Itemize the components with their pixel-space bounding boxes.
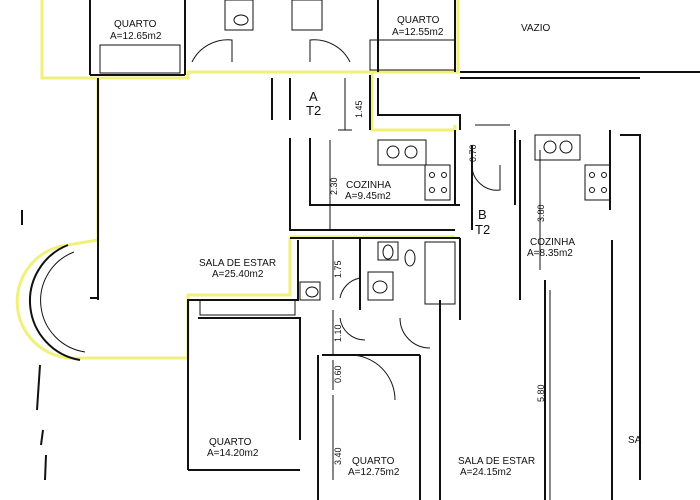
dim-label-175: 1.75 bbox=[333, 260, 343, 278]
unit-a-type: T2 bbox=[306, 103, 321, 118]
room-name-sala-a: SALA DE ESTAR bbox=[199, 258, 276, 269]
bathtub-top bbox=[291, 0, 323, 31]
dim-label-340: 3.40 bbox=[333, 447, 343, 465]
dim-label-060: 0.60 bbox=[333, 365, 343, 383]
room-name-quarto-bottom-left: QUARTO bbox=[209, 437, 252, 448]
room-area-quarto-top-left: A=12.65m2 bbox=[110, 31, 162, 42]
dim-label-110: 1.10 bbox=[333, 324, 343, 342]
dim-label-145: 1.45 bbox=[354, 100, 364, 118]
toilet-a bbox=[299, 281, 321, 301]
stove-b bbox=[584, 164, 611, 201]
room-name-quarto-top-left: QUARTO bbox=[114, 19, 157, 30]
dim-label-580: 5.80 bbox=[536, 384, 546, 402]
fixtures bbox=[99, 0, 611, 316]
room-name-quarto-bottom-mid: QUARTO bbox=[352, 456, 395, 467]
dim-label-380: 3.80 bbox=[536, 204, 546, 222]
room-name-cozinha-b: COZINHA bbox=[530, 237, 575, 248]
room-area-cozinha-a: A=9.45m2 bbox=[345, 191, 391, 202]
bathtub-b bbox=[424, 241, 456, 305]
bathroom-top bbox=[224, 0, 254, 31]
kitchen-sink-a bbox=[377, 139, 427, 166]
unit-b-type: T2 bbox=[475, 222, 490, 237]
dim-label-070: 0.70 bbox=[468, 144, 478, 162]
wardrobe-top-left bbox=[99, 44, 181, 74]
balcony-curve-inner bbox=[40, 251, 86, 353]
unit-a-letter: A bbox=[309, 89, 318, 104]
wardrobe-top bbox=[369, 39, 456, 71]
room-name-quarto-top-mid: QUARTO bbox=[397, 15, 440, 26]
doors bbox=[191, 39, 501, 401]
wardrobe-a bbox=[199, 299, 296, 316]
unit-a-boundary bbox=[15, 0, 460, 360]
room-area-quarto-top-mid: A=12.55m2 bbox=[392, 27, 444, 38]
kitchen-sink-b bbox=[534, 134, 581, 161]
dimension-lines bbox=[329, 78, 551, 500]
room-name-cozinha-a: COZINHA bbox=[346, 180, 391, 191]
room-area-sala-a: A=25.40m2 bbox=[212, 269, 264, 280]
room-area-quarto-bottom-left: A=14.20m2 bbox=[207, 448, 259, 459]
toilet-b bbox=[377, 241, 399, 261]
unit-b-letter: B bbox=[478, 207, 487, 222]
room-area-cozinha-b: A=8.35m2 bbox=[527, 248, 573, 259]
room-area-quarto-bottom-mid: A=12.75m2 bbox=[348, 467, 400, 478]
basin-b bbox=[367, 271, 394, 301]
room-name-sala-b: SALA DE ESTAR bbox=[458, 456, 535, 467]
walls bbox=[89, 0, 700, 500]
dim-label-230: 2.30 bbox=[329, 177, 339, 195]
left-edge-marks bbox=[21, 210, 47, 481]
room-name-cut-right: SA bbox=[628, 435, 642, 446]
balcony-curve bbox=[29, 244, 81, 361]
room-name-vazio: VAZIO bbox=[521, 23, 550, 34]
stove-a bbox=[424, 164, 451, 201]
room-area-sala-b: A=24.15m2 bbox=[460, 467, 512, 478]
bidet-b bbox=[404, 249, 416, 267]
